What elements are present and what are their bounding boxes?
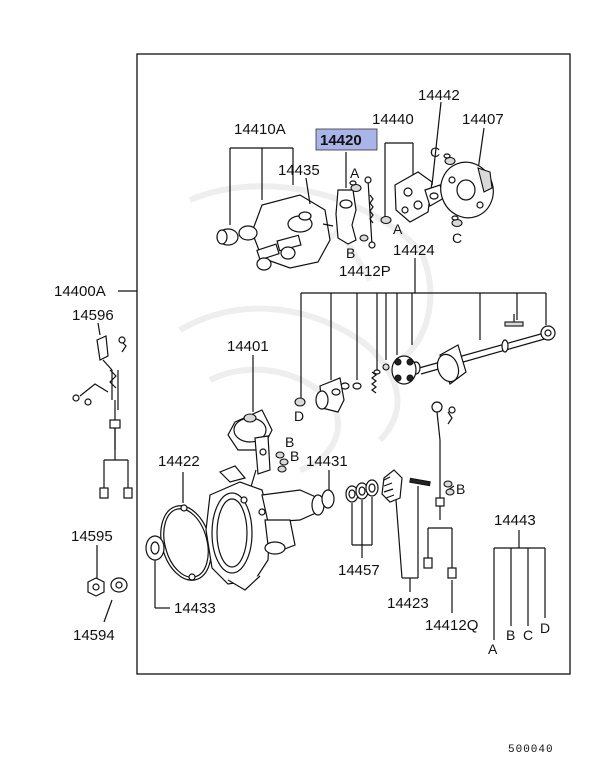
label-14412P: 14412P: [339, 263, 391, 280]
distributor-cap: [216, 194, 334, 271]
letter-b-cable: B: [456, 481, 465, 497]
letter-d: D: [294, 408, 304, 424]
label-14443: 14443: [494, 512, 536, 529]
letter-c-14443: C: [523, 627, 533, 643]
screw-a-rotor: [349, 180, 362, 193]
label-14442: 14442: [418, 87, 460, 104]
lead-wire-14412Q: [423, 401, 457, 613]
seal-14431: [321, 489, 335, 509]
governor-shaft: [411, 314, 556, 385]
letter-b-vacuum-2: B: [290, 448, 299, 464]
label-14410A: 14410A: [234, 121, 286, 138]
label-14400A: 14400A: [54, 283, 106, 300]
breaker-plate: [440, 161, 494, 219]
leader-14443: [493, 530, 546, 640]
leader-14407: [477, 127, 485, 171]
highlight-14420: [315, 128, 378, 151]
vacuum-advance-unit: [227, 409, 273, 495]
label-14431: 14431: [306, 453, 348, 470]
label-14595: 14595: [71, 528, 113, 545]
washers-14457: [345, 479, 379, 558]
wire-harness-14596: [72, 335, 133, 499]
leader-14440: [384, 142, 414, 218]
diagram-frame: [136, 53, 571, 675]
governor-springs: [340, 363, 390, 394]
screws-b-vacuum: [275, 451, 289, 473]
nut-14595: [87, 577, 105, 597]
label-14457: 14457: [338, 562, 380, 579]
screw-c-upper: [443, 153, 456, 166]
rotor: [335, 152, 357, 245]
letter-c-lower: C: [452, 230, 462, 246]
screw-c-lower: [451, 215, 463, 228]
label-14420[interactable]: 14420: [320, 132, 362, 149]
letter-d-14443: D: [540, 620, 550, 636]
o-ring-14422: [160, 504, 212, 581]
label-14435: 14435: [278, 162, 320, 179]
label-14401: 14401: [227, 338, 269, 355]
letter-b-vacuum-1: B: [285, 434, 294, 450]
advance-cam: [391, 355, 417, 385]
letter-a-14443: A: [488, 641, 498, 657]
leader-14596: [97, 322, 101, 336]
leader-14410A: [229, 147, 294, 225]
label-14407: 14407: [462, 111, 504, 128]
screws-b-cable: [443, 480, 455, 496]
lead-wire-14412P: [359, 176, 376, 249]
letter-c-upper: C: [430, 144, 440, 160]
drive-gear-14423: [381, 469, 431, 592]
distributor-housing: [205, 465, 325, 591]
part-labels: 14410A 14420 14440 14442 14407 14435 144…: [54, 87, 550, 657]
leader-14435: [305, 177, 311, 205]
leader-14442: [431, 101, 442, 186]
label-14594: 14594: [73, 627, 115, 644]
letter-a-rotor: A: [350, 165, 360, 181]
leader-14424: [300, 258, 547, 400]
oil-seal-14433: [145, 535, 170, 609]
signal-rotor: [294, 377, 345, 413]
label-14422: 14422: [158, 453, 200, 470]
letter-b-rotor: B: [346, 245, 355, 261]
letter-b-14443: B: [506, 627, 515, 643]
label-14440: 14440: [372, 111, 414, 128]
label-14424: 14424: [393, 242, 435, 259]
washer-14594: [103, 577, 128, 623]
diagram-code: 500040: [508, 744, 554, 756]
letter-a-pickup: A: [393, 221, 403, 237]
pickup-module: [380, 171, 433, 225]
label-14412Q: 14412Q: [425, 617, 478, 634]
label-14423: 14423: [387, 595, 429, 612]
label-14596: 14596: [72, 307, 114, 324]
label-14433: 14433: [174, 600, 216, 617]
